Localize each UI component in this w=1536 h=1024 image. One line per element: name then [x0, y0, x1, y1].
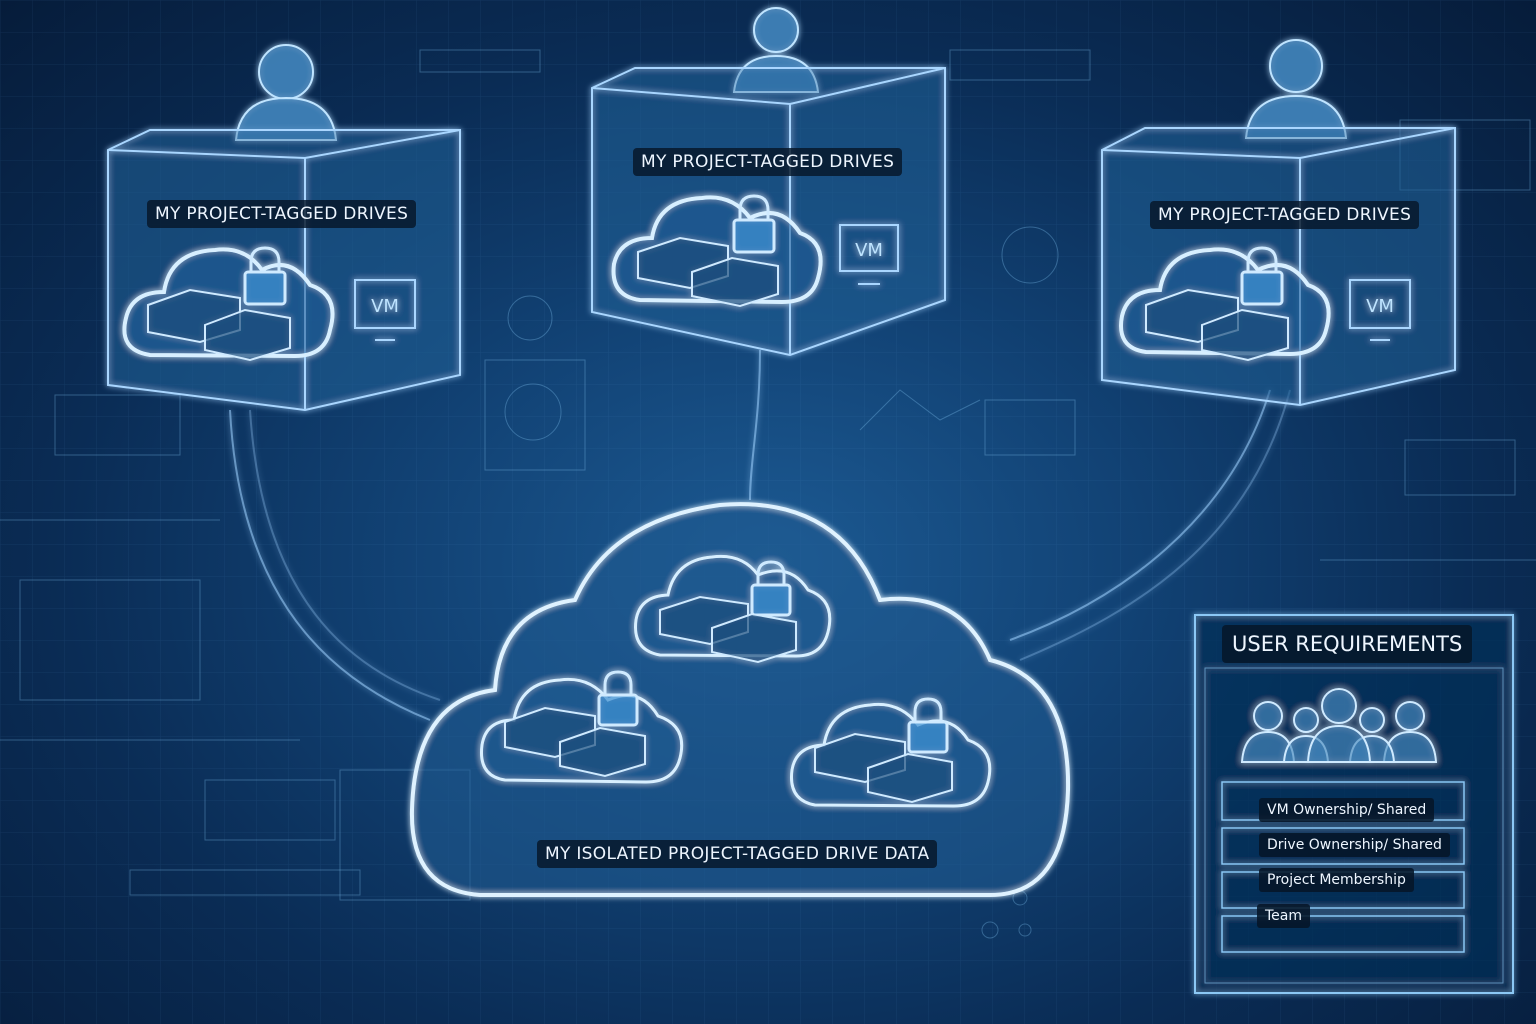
box-label: MY PROJECT-TAGGED DRIVES	[147, 200, 416, 228]
requirement-item: Project Membership	[1259, 868, 1414, 892]
requirements-title: USER REQUIREMENTS	[1222, 625, 1472, 663]
requirement-item: VM Ownership/ Shared	[1259, 798, 1434, 822]
requirement-item: Drive Ownership/ Shared	[1259, 833, 1450, 857]
box-label: MY PROJECT-TAGGED DRIVES	[1150, 201, 1419, 229]
central-cloud-label: MY ISOLATED PROJECT-TAGGED DRIVE DATA	[537, 840, 937, 868]
requirement-item: Team	[1257, 904, 1310, 928]
box-label: MY PROJECT-TAGGED DRIVES	[633, 148, 902, 176]
